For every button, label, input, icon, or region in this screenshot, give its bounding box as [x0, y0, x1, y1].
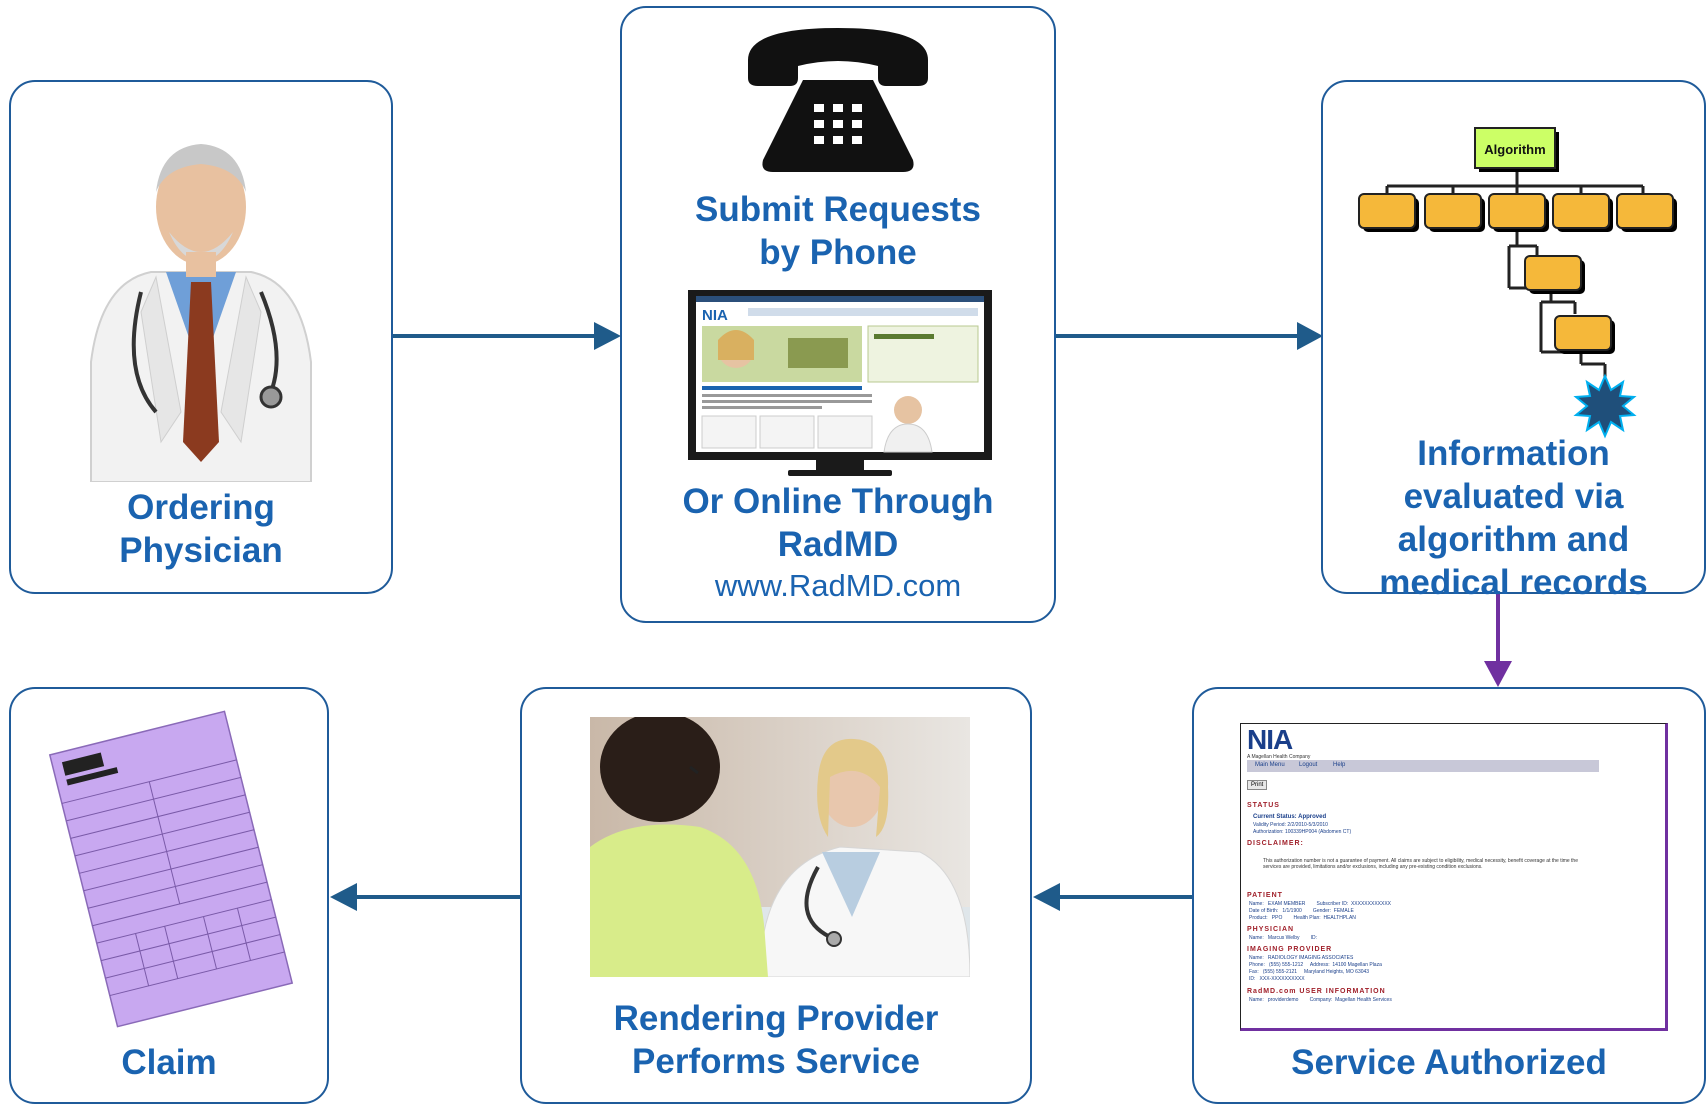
claim-form-icon: [48, 710, 294, 1028]
information-evaluated-label: Information evaluated via algorithm and …: [1379, 434, 1648, 602]
rendering-provider-label: Rendering Provider Performs Service: [613, 999, 939, 1081]
arrowhead-authorized-to-rendering: [1033, 883, 1060, 911]
submit-phone-label: Submit Requests by Phone: [695, 190, 981, 272]
doc-menu-logout[interactable]: Logout: [1299, 762, 1318, 768]
telephone-icon: [748, 28, 928, 172]
svg-text:NIA: NIA: [702, 307, 728, 324]
arrowhead-evaluate-to-authorized: [1484, 661, 1512, 687]
consultation-photo: [590, 717, 970, 977]
doc-patient-row: Name: EXAM MEMBER Subscriber ID: XXXXXXX…: [1249, 901, 1391, 907]
arrowhead-submit-to-evaluate: [1297, 322, 1323, 350]
doc-imaging-row: Fax: (555) 555-2121 Maryland Heights, MO…: [1249, 969, 1370, 975]
doc-disclaimer-text: This authorization number is not a guara…: [1263, 858, 1578, 870]
radmd-url[interactable]: www.RadMD.com: [714, 568, 962, 603]
arrowhead-physician-to-submit: [594, 322, 621, 350]
doc-logo: NIA: [1247, 724, 1293, 755]
arrowhead-rendering-to-claim: [330, 883, 357, 911]
service-authorized-label: Service Authorized: [1291, 1043, 1607, 1082]
doc-patient-row: Date of Birth: 1/1/1900 Gender: FEMALE: [1249, 908, 1354, 914]
doc-patient-heading: PATIENT: [1247, 892, 1283, 899]
doc-user-row: Name: providerdemo Company: Magellan Hea…: [1249, 997, 1392, 1003]
information-evaluated-node: Algorithm Information evaluated via algo…: [1321, 80, 1706, 602]
monitor-screenshot: NIA: [688, 290, 992, 476]
starburst-icon: [1573, 373, 1637, 439]
authorization-document: NIA A Magellan Health Company Main Menu …: [1240, 723, 1668, 1031]
tree-nodes: [1358, 193, 1677, 354]
doc-patient-row: Product: PPO Health Plan: HEALTHPLAN: [1249, 915, 1356, 921]
ordering-physician-label: Ordering Physician: [119, 488, 283, 570]
doc-authorization: Authorization: 100339HP004 (Abdomen CT): [1253, 829, 1352, 835]
claim-node: Claim: [9, 687, 329, 1104]
doc-status-heading: STATUS: [1247, 802, 1280, 809]
doc-menu-help[interactable]: Help: [1333, 762, 1346, 768]
doc-validity: Validity Period: 2/2/2010-5/3/2010: [1253, 822, 1328, 828]
doc-menu-bar: [1247, 760, 1599, 772]
service-authorized-node: NIA A Magellan Health Company Main Menu …: [1192, 687, 1706, 1104]
doc-tagline: A Magellan Health Company: [1247, 754, 1311, 760]
doc-physician-heading: PHYSICIAN: [1247, 926, 1295, 933]
ordering-physician-node: Ordering Physician: [9, 80, 393, 594]
rendering-provider-node: Rendering Provider Performs Service: [520, 687, 1032, 1104]
doc-imaging-row: ID: XXX-XXXXXXXXXX: [1249, 976, 1305, 982]
submit-online-label: Or Online Through RadMD: [682, 482, 994, 564]
doc-disclaimer-heading: DISCLAIMER:: [1247, 840, 1304, 847]
doc-user-heading: RadMD.com USER INFORMATION: [1247, 988, 1386, 995]
algorithm-root-label: Algorithm: [1484, 142, 1545, 157]
doc-imaging-row: Name: RADIOLOGY IMAGING ASSOCIATES: [1249, 955, 1354, 961]
doc-print-button[interactable]: Print: [1247, 780, 1268, 790]
physician-photo: [61, 112, 341, 482]
submit-requests-node: Submit Requests by Phone NIA Or Online T…: [620, 6, 1056, 623]
doc-physician-row: Name: Marcus Welby ID:: [1249, 935, 1317, 941]
doc-menu-main[interactable]: Main Menu: [1255, 762, 1285, 768]
claim-label: Claim: [121, 1043, 217, 1082]
algorithm-tree: Algorithm: [1358, 127, 1677, 439]
doc-imaging-row: Phone: (555) 555-1212 Address: 14100 Mag…: [1249, 962, 1382, 968]
doc-current-status: Current Status: Approved: [1253, 814, 1327, 820]
doc-imaging-heading: IMAGING PROVIDER: [1247, 946, 1333, 953]
